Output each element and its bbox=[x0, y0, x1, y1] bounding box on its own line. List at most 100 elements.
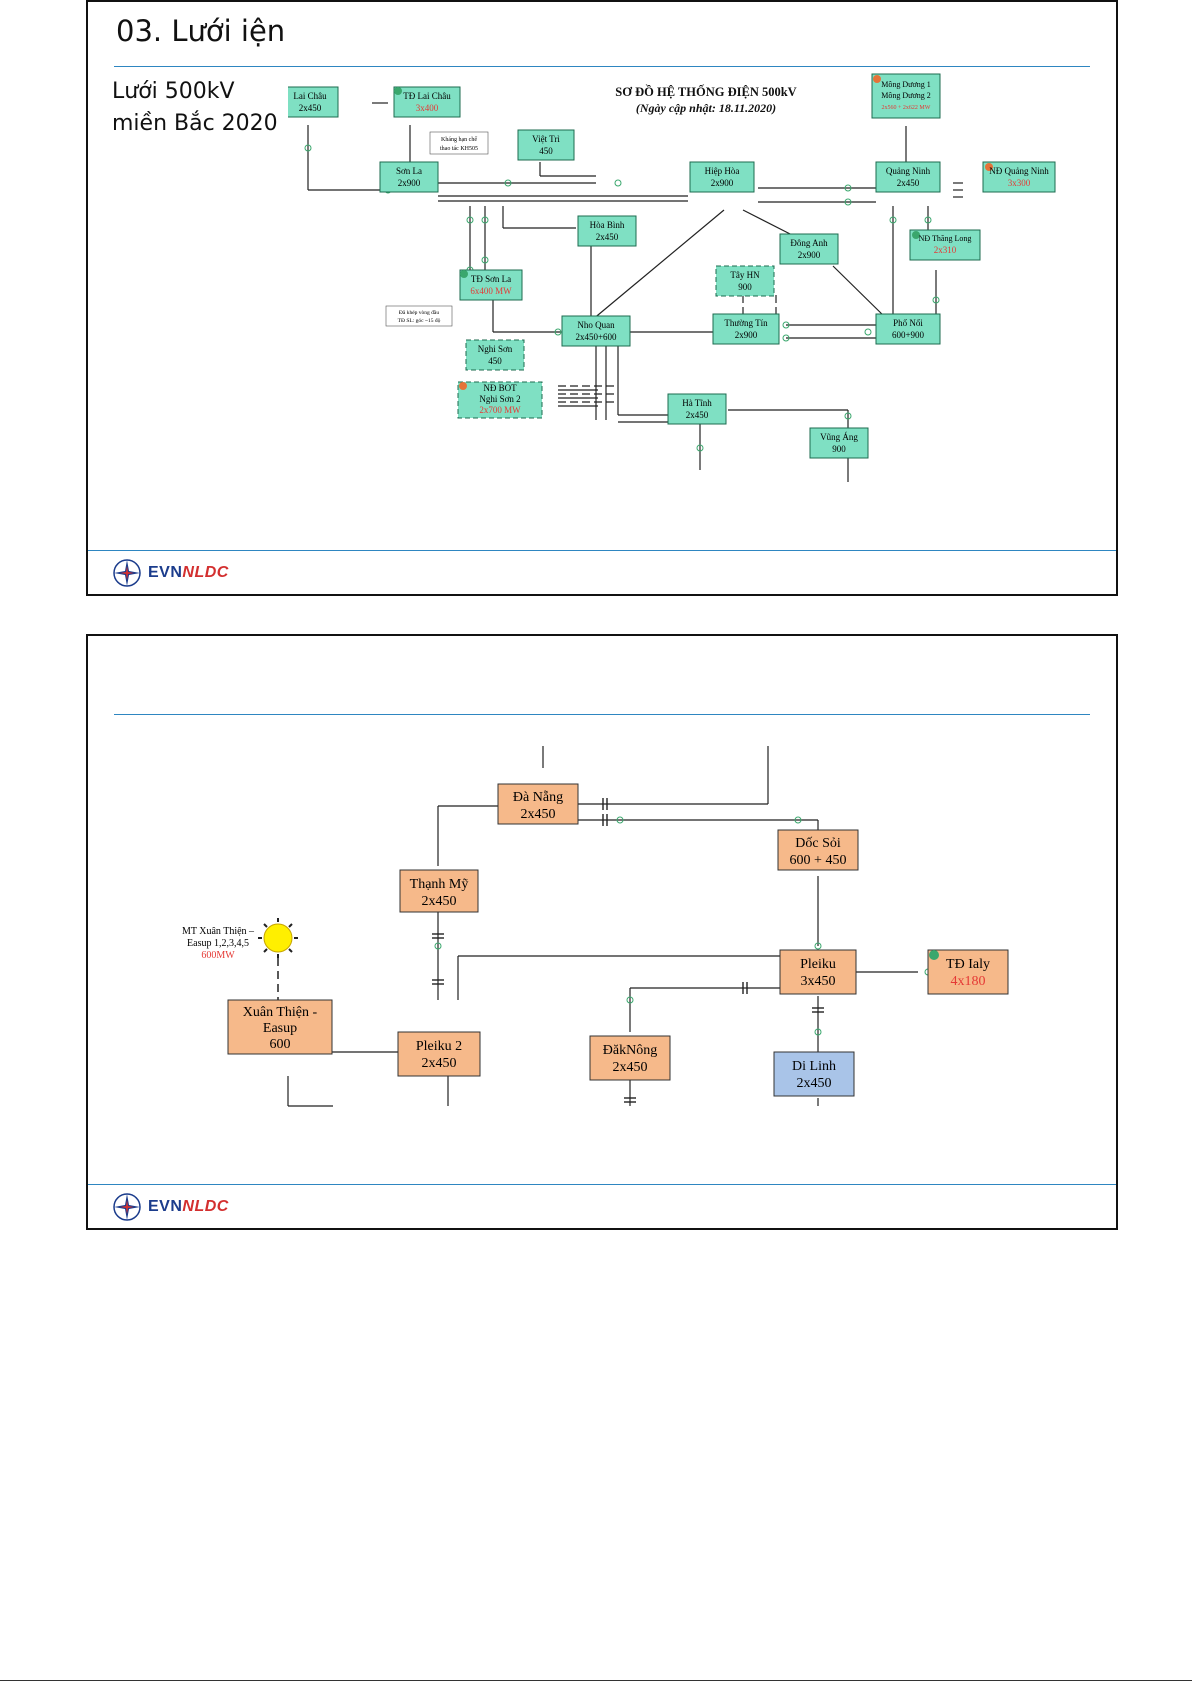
node-vung-ang: Vũng Áng 900 bbox=[809, 427, 869, 459]
svg-text:Thạnh Mỹ: Thạnh Mỹ bbox=[410, 877, 469, 892]
node-di-linh: Di Linh 2x450 bbox=[773, 1051, 855, 1097]
slide-subtitle: Lưới 500kV miền Bắc 2020 bbox=[112, 76, 278, 140]
svg-text:MT Xuân Thiện –: MT Xuân Thiện – bbox=[182, 926, 255, 937]
svg-text:ĐăkNông: ĐăkNông bbox=[603, 1043, 657, 1058]
svg-text:3x450: 3x450 bbox=[801, 974, 836, 989]
node-nd-quang-ninh: NĐ Quảng Ninh 3x300 bbox=[982, 161, 1056, 193]
slide-500kv-north: 03. Lưới iện Lưới 500kV miền Bắc 2020 bbox=[86, 0, 1118, 596]
page-bottom-rule bbox=[0, 1680, 1192, 1681]
svg-text:2x450: 2x450 bbox=[596, 232, 619, 242]
svg-text:2x450: 2x450 bbox=[422, 1056, 457, 1071]
svg-text:Đà Nẵng: Đà Nẵng bbox=[513, 790, 563, 805]
note-khep-vong: Đã khép vòng đầu TĐ SL: góc ~15 độ bbox=[385, 305, 453, 327]
node-nghi-son: Nghi Sơn 450 bbox=[465, 339, 525, 371]
svg-text:450: 450 bbox=[488, 356, 502, 366]
svg-text:Hiệp Hòa: Hiệp Hòa bbox=[705, 166, 740, 176]
svg-text:2x450: 2x450 bbox=[897, 178, 920, 188]
svg-text:600MW: 600MW bbox=[201, 950, 235, 961]
svg-text:TĐ Sơn La: TĐ Sơn La bbox=[471, 274, 511, 284]
node-pleiku-2: Pleiku 2 2x450 bbox=[397, 1031, 481, 1077]
evn-star-icon bbox=[113, 559, 141, 587]
footer-rule bbox=[88, 550, 1116, 551]
svg-text:2x560 + 2x622 MW: 2x560 + 2x622 MW bbox=[882, 105, 931, 111]
node-viet-tri: Việt Trì 450 bbox=[517, 129, 575, 161]
central-grid-diagram: MT Xuân Thiện – Easup 1,2,3,4,5 600MW Đà… bbox=[182, 746, 1009, 1107]
svg-text:Đông Anh: Đông Anh bbox=[790, 238, 828, 248]
node-ha-tinh: Hà Tĩnh 2x450 bbox=[667, 393, 727, 425]
subtitle-line-2: miền Bắc 2020 bbox=[112, 111, 278, 136]
breaker-symbols bbox=[434, 816, 932, 1036]
breaker-symbols bbox=[304, 99, 940, 452]
svg-text:600 + 450: 600 + 450 bbox=[790, 853, 847, 868]
svg-text:2x900: 2x900 bbox=[798, 250, 821, 260]
svg-text:Di Linh: Di Linh bbox=[792, 1059, 836, 1074]
svg-text:3x300: 3x300 bbox=[1008, 178, 1031, 188]
node-daknong: ĐăkNông 2x450 bbox=[589, 1035, 671, 1081]
svg-text:6x400 MW: 6x400 MW bbox=[470, 286, 512, 296]
logo-text: EVNNLDC bbox=[148, 1198, 229, 1215]
logo-text: EVNNLDC bbox=[148, 564, 229, 581]
svg-text:Nghi Sơn 2: Nghi Sơn 2 bbox=[479, 394, 520, 404]
node-nd-bot-nghi-son: NĐ BOT Nghi Sơn 2 2x700 MW bbox=[457, 381, 543, 419]
node-quang-ninh: Quảng Ninh 2x450 bbox=[875, 161, 941, 193]
svg-text:2x450: 2x450 bbox=[613, 1060, 648, 1075]
svg-text:Thường Tín: Thường Tín bbox=[724, 318, 768, 328]
svg-text:Easup 1,2,3,4,5: Easup 1,2,3,4,5 bbox=[187, 938, 249, 949]
node-doc-soi: Dốc Sỏi 600 + 450 bbox=[777, 829, 859, 871]
evn-logo: EVNNLDC bbox=[112, 558, 229, 588]
svg-text:Lai Châu: Lai Châu bbox=[293, 91, 327, 101]
diagram-date: (Ngày cập nhật: 18.11.2020) bbox=[636, 101, 776, 115]
evn-star-icon bbox=[113, 1193, 141, 1221]
slide-500kv-central: MT Xuân Thiện – Easup 1,2,3,4,5 600MW Đà… bbox=[86, 634, 1118, 1230]
svg-text:900: 900 bbox=[832, 444, 846, 454]
node-td-ialy: TĐ Ialy 4x180 bbox=[927, 949, 1009, 995]
svg-text:2x450: 2x450 bbox=[422, 894, 457, 909]
svg-text:2x900: 2x900 bbox=[398, 178, 421, 188]
svg-text:Phố Nối: Phố Nối bbox=[893, 318, 923, 328]
svg-text:NĐ Thăng Long: NĐ Thăng Long bbox=[919, 234, 972, 243]
svg-text:Xuân Thiện -: Xuân Thiện - bbox=[243, 1005, 318, 1020]
svg-text:3x400: 3x400 bbox=[416, 103, 439, 113]
transmission-lines bbox=[287, 746, 918, 1107]
svg-text:600: 600 bbox=[270, 1037, 291, 1052]
node-xuan-thien-easup: Xuân Thiện - Easup 600 bbox=[227, 999, 333, 1055]
svg-text:Sơn La: Sơn La bbox=[396, 166, 422, 176]
capacitor-symbols bbox=[432, 798, 824, 1103]
sun-icon bbox=[258, 918, 298, 958]
svg-text:Dốc Sỏi: Dốc Sỏi bbox=[795, 836, 841, 851]
evn-logo: EVNNLDC bbox=[112, 1192, 229, 1222]
node-da-nang: Đà Nẵng 2x450 bbox=[497, 783, 579, 825]
label-mt-xuan-thien: MT Xuân Thiện – Easup 1,2,3,4,5 600MW bbox=[182, 926, 255, 961]
node-mong-duong: Mông Dương 1 Mông Dương 2 2x560 + 2x622 … bbox=[871, 73, 941, 119]
node-tay-hn: Tây HN 900 bbox=[715, 265, 775, 297]
svg-text:NĐ BOT: NĐ BOT bbox=[483, 383, 517, 393]
svg-text:2x450+600: 2x450+600 bbox=[575, 332, 617, 342]
svg-text:900: 900 bbox=[738, 282, 752, 292]
svg-text:2x450: 2x450 bbox=[686, 410, 709, 420]
svg-text:450: 450 bbox=[539, 146, 553, 156]
svg-text:TĐ Lai Châu: TĐ Lai Châu bbox=[403, 91, 451, 101]
svg-text:Vũng Áng: Vũng Áng bbox=[820, 432, 858, 442]
node-nd-thang-long: NĐ Thăng Long 2x310 bbox=[909, 229, 981, 261]
svg-text:TĐ Ialy: TĐ Ialy bbox=[946, 957, 990, 972]
svg-text:Tây HN: Tây HN bbox=[730, 270, 760, 280]
svg-text:Pleiku: Pleiku bbox=[800, 957, 836, 972]
svg-text:2x700 MW: 2x700 MW bbox=[479, 405, 521, 415]
north-grid-diagram: SƠ ĐỒ HỆ THỐNG ĐIỆN 500kV (Ngày cập nhật… bbox=[288, 73, 1056, 482]
slide-title: 03. Lưới iện bbox=[116, 14, 286, 48]
svg-text:Easup: Easup bbox=[263, 1021, 297, 1036]
svg-text:2x450: 2x450 bbox=[299, 103, 322, 113]
svg-text:TĐ SL: góc ~15 độ: TĐ SL: góc ~15 độ bbox=[398, 318, 441, 324]
svg-text:Mông Dương 2: Mông Dương 2 bbox=[881, 91, 930, 100]
svg-text:Nghi Sơn: Nghi Sơn bbox=[478, 344, 513, 354]
svg-text:Đã khép vòng đầu: Đã khép vòng đầu bbox=[399, 309, 439, 316]
node-pleiku: Pleiku 3x450 bbox=[779, 949, 857, 995]
node-hoa-binh: Hòa Bình 2x450 bbox=[577, 215, 637, 247]
title-rule bbox=[114, 66, 1090, 67]
svg-text:thao tác KH505: thao tác KH505 bbox=[440, 146, 478, 152]
note-khang: Kháng hạn chế thao tác KH505 bbox=[429, 131, 489, 155]
node-dong-anh: Đông Anh 2x900 bbox=[779, 233, 839, 265]
svg-text:Quảng Ninh: Quảng Ninh bbox=[886, 166, 931, 176]
node-thuong-tin: Thường Tín 2x900 bbox=[712, 313, 780, 345]
svg-text:Nho Quan: Nho Quan bbox=[577, 320, 615, 330]
